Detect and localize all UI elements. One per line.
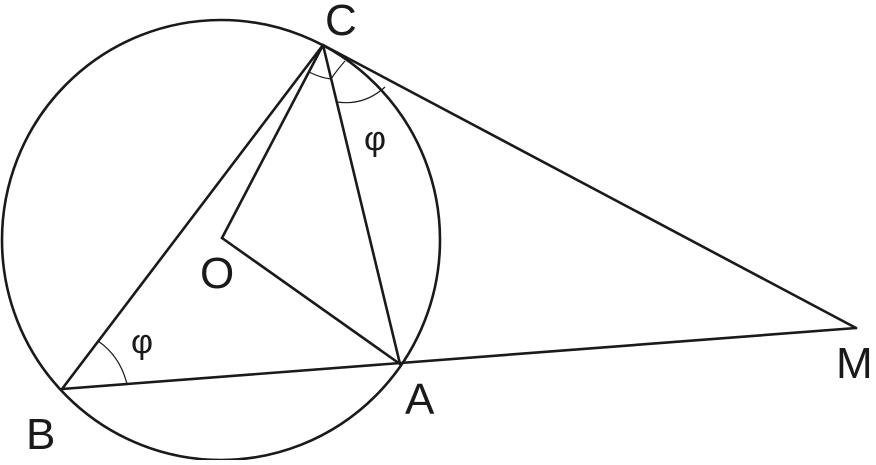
segment-ca	[321, 43, 402, 366]
segment-bm	[60, 326, 858, 391]
label-point-b: B	[26, 410, 55, 459]
angle-arc-cba	[97, 340, 128, 385]
angle-arc-acm-inner	[330, 60, 346, 80]
circle	[0, 18, 442, 462]
label-angle-acm: φ	[364, 120, 386, 158]
label-point-a: A	[405, 375, 435, 424]
segment-co	[220, 43, 325, 240]
segment-oa	[220, 236, 402, 366]
angle-arc-oca	[308, 71, 332, 80]
segment-cm	[321, 43, 858, 330]
label-angle-cba: φ	[131, 323, 153, 361]
label-point-m: M	[836, 339, 873, 388]
angle-arc-acm	[336, 86, 386, 104]
label-point-c: C	[325, 0, 357, 45]
segment-bc	[60, 43, 325, 391]
label-point-o: O	[200, 249, 234, 298]
